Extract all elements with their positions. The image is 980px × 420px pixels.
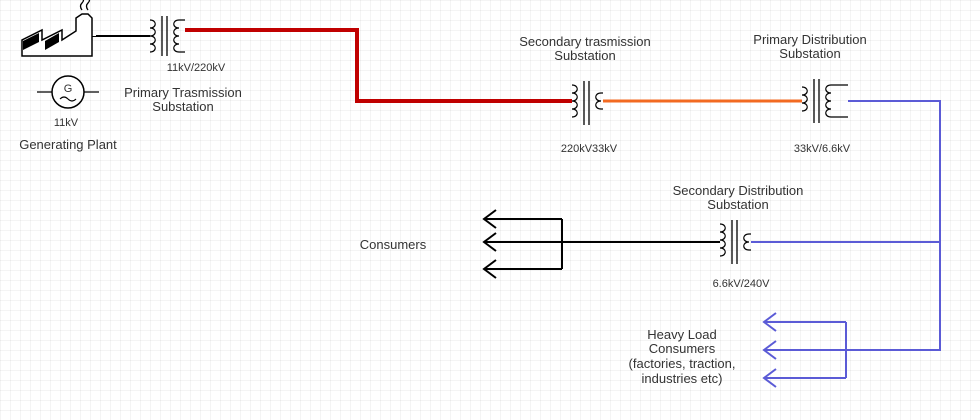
primary-transmission-title: Primary Trasmission	[124, 85, 242, 100]
arrow-icon	[482, 259, 497, 279]
transformer-icon-secondary-distribution	[719, 220, 751, 264]
secondary-distribution-rating: 6.6kV/240V	[713, 278, 771, 290]
heavy-load-label-line3: (factories, traction,	[629, 356, 736, 371]
arrow-icon	[762, 368, 777, 388]
generator-voltage-label: 11kV	[54, 117, 79, 129]
transformer-icon-primary-distribution	[801, 79, 848, 123]
primary-distribution-title: Primary Distribution	[753, 32, 866, 47]
transformer-icon-secondary-transmission	[571, 81, 603, 125]
secondary-distribution-subtitle: Substation	[707, 197, 768, 212]
secondary-transmission-title: Secondary trasmission	[519, 34, 651, 49]
transformer-icon-primary-transmission	[149, 16, 185, 56]
heavy-load-feeder	[762, 312, 847, 388]
consumers-label: Consumers	[360, 237, 427, 252]
heavy-load-label-line1: Heavy Load	[647, 327, 716, 342]
generating-plant-label: Generating Plant	[19, 137, 117, 152]
primary-distribution-rating: 33kV/6.6kV	[794, 143, 851, 155]
arrow-icon	[762, 312, 777, 332]
consumers-feeder	[482, 209, 563, 279]
heavy-load-label-line4: industries etc)	[642, 371, 723, 386]
arrow-icon	[762, 340, 777, 360]
line-220kv-transmission	[185, 28, 572, 103]
secondary-distribution-title: Secondary Distribution	[673, 183, 804, 198]
secondary-transmission-subtitle: Substation	[554, 48, 615, 63]
primary-distribution-subtitle: Substation	[779, 46, 840, 61]
factory-icon	[21, 0, 96, 57]
arrow-icon	[482, 232, 497, 252]
heavy-load-label-line2: Consumers	[649, 341, 716, 356]
primary-transmission-subtitle: Substation	[152, 99, 213, 114]
line-6-6kv-distribution-main	[846, 100, 941, 351]
primary-transmission-rating: 11kV/220kV	[167, 62, 226, 74]
secondary-transmission-rating: 220kV33kV	[561, 143, 618, 155]
arrow-icon	[482, 209, 497, 229]
generator-icon	[37, 75, 99, 109]
generator-symbol: G	[64, 83, 73, 95]
